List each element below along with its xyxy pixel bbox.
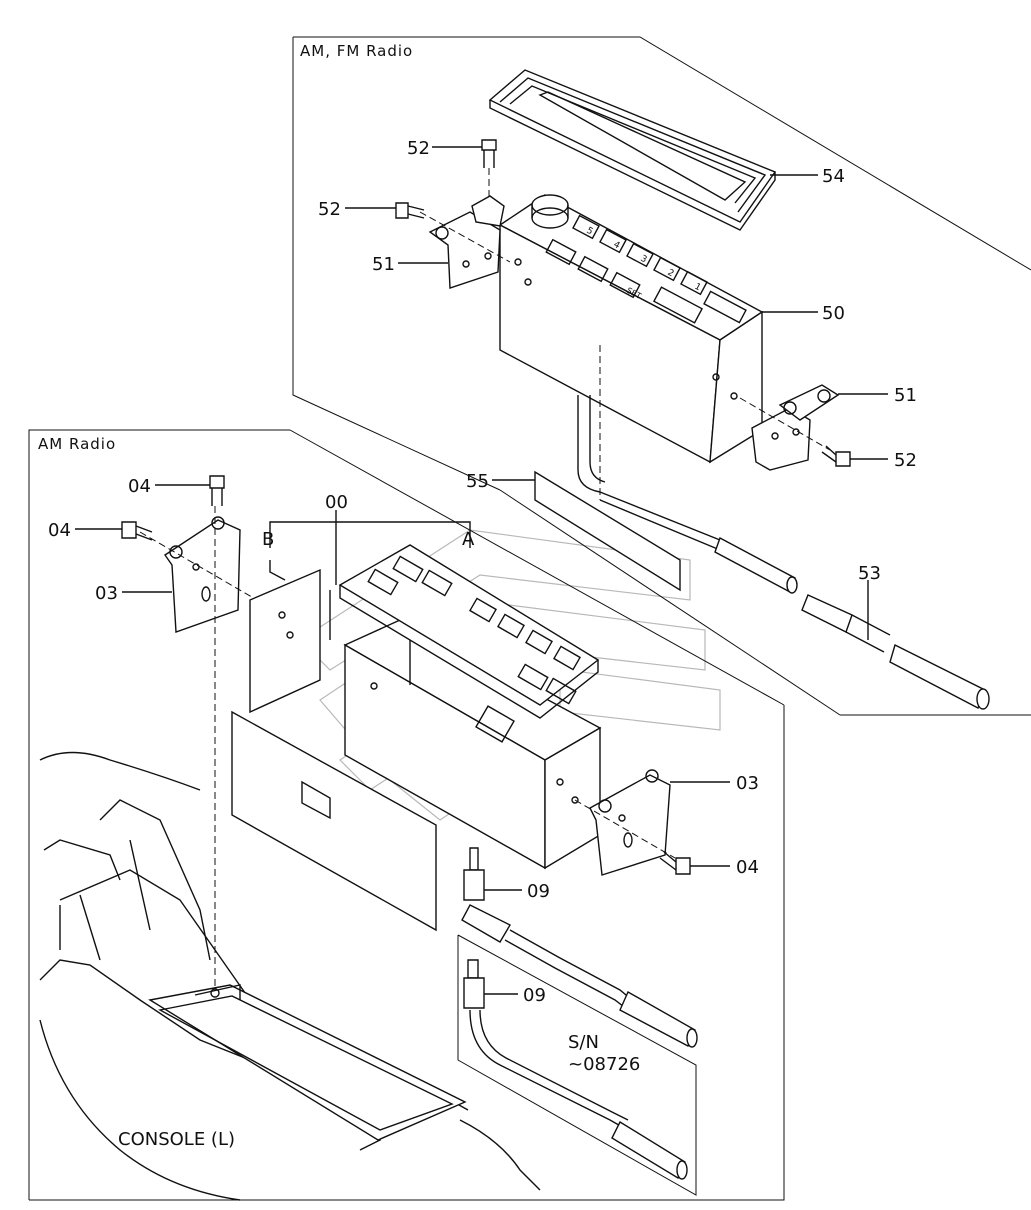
front-cover [231, 710, 437, 932]
screw-04-right [659, 851, 691, 875]
am-radio-title: AM Radio [38, 435, 116, 453]
radio-unit-50: 5 4 3 2 1 SET [498, 194, 764, 500]
label-52-top: 52 [407, 138, 430, 159]
bezel-54 [488, 69, 777, 231]
screw-04-left [121, 521, 153, 541]
screw-52-top [481, 139, 497, 200]
label-03-right: 03 [736, 773, 759, 794]
am-radio-panel: AM Radio [28, 429, 785, 1201]
part-labels: 52 52 51 54 50 51 52 55 53 04 04 03 00 B… [48, 138, 917, 1006]
antenna-lead-09-upper [461, 847, 698, 1048]
label-04-right: 04 [736, 857, 759, 878]
label-04-left: 04 [48, 520, 71, 541]
key-2-label: 2 [666, 268, 676, 280]
key-3-label: 3 [639, 254, 649, 266]
pad-55 [534, 470, 681, 592]
label-03-left: 03 [95, 583, 118, 604]
label-04-top: 04 [128, 476, 151, 497]
label-51-left: 51 [372, 254, 395, 275]
label-00: 00 [325, 492, 348, 513]
label-55: 55 [466, 471, 489, 492]
serial-value: ~08726 [568, 1054, 640, 1075]
bracket-51-left [419, 195, 511, 289]
key-4-label: 4 [612, 240, 622, 252]
radio-unit-00 [329, 544, 602, 870]
label-52-left: 52 [318, 199, 341, 220]
antenna-cable-upper [599, 491, 798, 594]
am-fm-radio-panel: AM, FM Radio [292, 36, 1031, 716]
am-fm-radio-title: AM, FM Radio [300, 42, 413, 60]
plate-b [249, 568, 321, 714]
console-label: CONSOLE (L) [118, 1129, 235, 1150]
screw-52-right [821, 445, 851, 467]
serial-sub-panel: S/N ~08726 [457, 934, 697, 1196]
bracket-51-right [739, 384, 840, 471]
screw-52-left [395, 202, 425, 219]
label-b: B [262, 529, 274, 550]
label-09-lower: 09 [523, 985, 546, 1006]
antenna-adapter-53 [801, 594, 990, 710]
label-50: 50 [822, 303, 845, 324]
serial-title: S/N [568, 1032, 599, 1053]
key-5-label: 5 [585, 226, 595, 238]
label-a: A [462, 529, 475, 550]
bracket-03-right [574, 769, 676, 876]
label-09-upper: 09 [527, 881, 550, 902]
antenna-lead-09-lower [463, 959, 688, 1180]
label-54: 54 [822, 166, 845, 187]
label-53: 53 [858, 563, 881, 584]
radio-keypad: 5 4 3 2 1 SET [545, 214, 747, 324]
screw-04-top [209, 475, 225, 990]
console-l: CONSOLE (L) [39, 751, 541, 1201]
label-52-right: 52 [894, 450, 917, 471]
key-1-label: 1 [693, 282, 703, 294]
label-51-right: 51 [894, 385, 917, 406]
